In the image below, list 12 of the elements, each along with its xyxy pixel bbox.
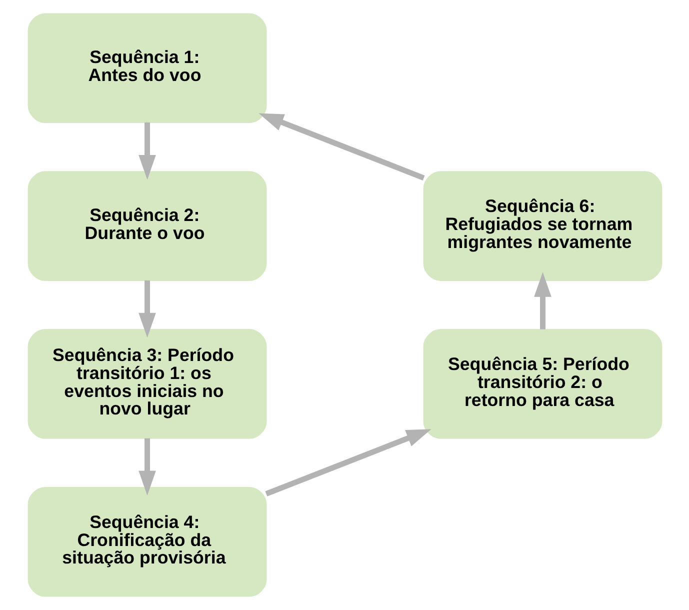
arrow (258, 113, 424, 181)
node-box: Sequência 1: Antes do voo (27, 13, 266, 124)
arrow (138, 122, 156, 180)
node-box: Sequência 3: Período transitório 1: os eventos iniciais no novo lugar (27, 329, 266, 439)
node-box: Sequência 4: Cronificação da situação provisória (27, 486, 266, 597)
arrow (138, 280, 156, 338)
arrow (264, 429, 431, 496)
node-box: Sequência 6: Refugiados se tornam migrantes novamente (422, 171, 662, 281)
node-box: Sequência 2: Durante o voo (27, 171, 266, 281)
node-box: Sequência 5: Período transitório 2: o retorno para casa (422, 329, 662, 439)
arrow (138, 438, 156, 496)
arrow (534, 272, 551, 330)
